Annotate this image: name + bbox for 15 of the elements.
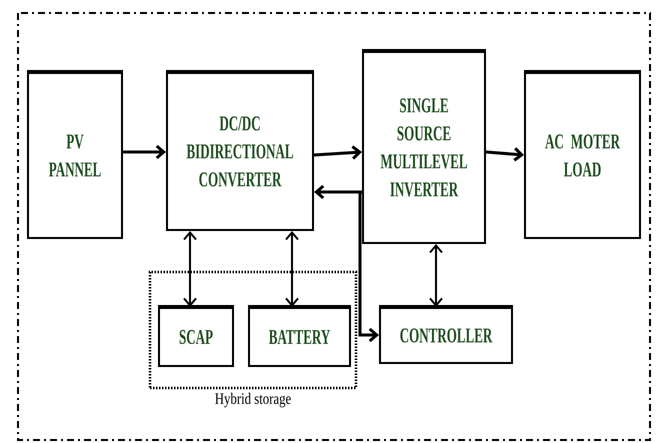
block: SINGLE SOURCE MULTILEVEL INVERTER xyxy=(362,49,486,244)
arrow xyxy=(183,230,197,307)
block: AC MOTER LOAD xyxy=(524,70,641,239)
block: PV PANNEL xyxy=(27,70,123,239)
arrow xyxy=(486,147,524,162)
arrow xyxy=(429,244,443,307)
block: DC/DC BIDIRECTIONAL CONVERTER xyxy=(166,70,314,231)
block: SCAP xyxy=(158,305,234,367)
block: CONTROLLER xyxy=(379,305,513,364)
arrow xyxy=(314,145,362,160)
node-label: Hybrid storage xyxy=(215,392,291,408)
arrow xyxy=(285,230,299,307)
arrow xyxy=(123,144,166,160)
arrow xyxy=(358,190,379,342)
block: BATTERY xyxy=(248,305,351,367)
